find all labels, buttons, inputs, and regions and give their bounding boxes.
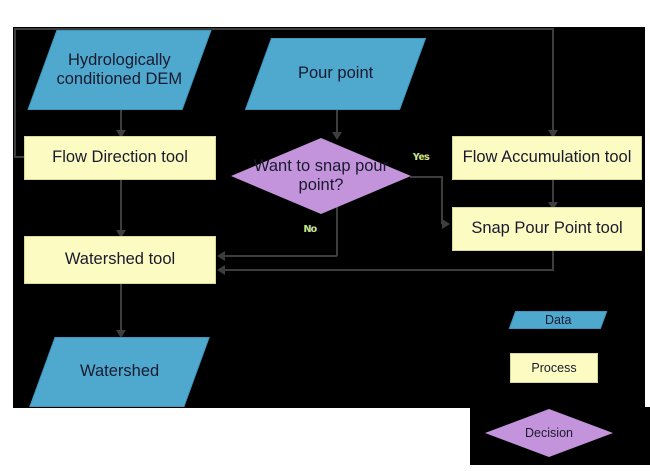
connector-pourpoint-to-decision — [336, 110, 338, 135]
node-watershed-tool[interactable]: Watershed tool — [24, 236, 216, 284]
node-label: Pour point — [297, 64, 374, 83]
connector-flowdirection-left-stub — [14, 156, 26, 158]
connector-top-rail-drop-to-flowaccum — [552, 28, 554, 133]
connector-no-to-watershedtool — [225, 255, 337, 257]
arrowhead-snappourpoint-to-watershedtool — [217, 265, 225, 275]
node-label: Flow Direction tool — [52, 148, 188, 167]
node-hydrologically-conditioned-dem[interactable]: Hydrologically conditioned DEM — [27, 30, 212, 110]
connector-dem-to-flowdirection — [120, 110, 122, 133]
node-pour-point[interactable]: Pour point — [244, 38, 427, 110]
arrowhead-pourpoint-to-decision — [332, 132, 342, 140]
connector-left-rail — [14, 28, 16, 157]
arrowhead-no-to-watershedtool — [217, 251, 225, 261]
arrowhead-flowaccum-to-snappourpoint — [548, 202, 558, 210]
arrowhead-dem-to-flowdirection — [116, 130, 126, 138]
node-label: Want to snap pour point? — [253, 156, 389, 194]
connector-snappourpoint-down — [552, 250, 554, 271]
connector-top-rail — [14, 28, 554, 30]
legend-process-label: Process — [531, 361, 577, 375]
legend-data-label: Data — [544, 313, 572, 327]
legend-decision: Decision — [485, 409, 613, 457]
arrowhead-to-flowaccumulation — [548, 130, 558, 138]
connector-watershedtool-to-watershed — [120, 284, 122, 333]
branch-label-no: No — [304, 224, 317, 235]
node-label: Flow Accumulation tool — [462, 148, 632, 167]
connector-yes-out — [410, 176, 443, 178]
node-watershed[interactable]: Watershed — [29, 337, 210, 407]
node-snap-pour-point-tool[interactable]: Snap Pour Point tool — [452, 207, 642, 251]
connector-no-down — [336, 200, 338, 256]
node-want-to-snap-pour-point[interactable]: Want to snap pour point? — [231, 138, 411, 214]
node-flow-direction-tool[interactable]: Flow Direction tool — [24, 136, 216, 180]
node-label: Watershed — [79, 362, 160, 381]
node-label: Snap Pour Point tool — [471, 219, 623, 238]
branch-label-yes: Yes — [413, 152, 430, 163]
connector-flowdirection-to-watershedtool — [120, 180, 122, 233]
connector-yes-down — [441, 176, 443, 224]
node-label: Watershed tool — [64, 250, 176, 269]
arrowhead-flowdirection-to-watershedtool — [116, 230, 126, 238]
connector-snappourpoint-to-watershedtool — [225, 269, 553, 271]
arrowhead-yes-to-snappourpoint — [442, 219, 450, 229]
legend-decision-label: Decision — [525, 426, 573, 440]
connector-flowaccum-to-snappourpoint — [552, 180, 554, 205]
arrowhead-watershedtool-to-watershed — [116, 330, 126, 338]
node-label: Hydrologically conditioned DEM — [56, 50, 183, 88]
node-flow-accumulation-tool[interactable]: Flow Accumulation tool — [452, 136, 642, 180]
legend-process: Process — [510, 353, 598, 383]
legend-data: Data — [508, 311, 608, 329]
